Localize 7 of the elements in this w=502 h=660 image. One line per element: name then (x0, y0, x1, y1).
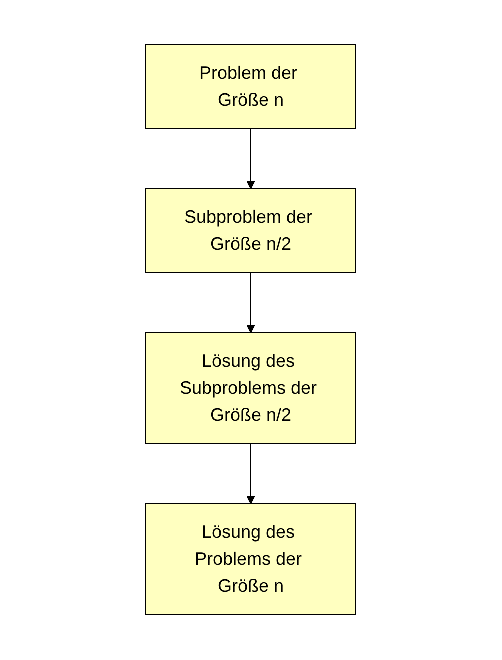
node-box: Lösung des Problems der Größe n (146, 504, 356, 616)
node-box: Subproblem der Größe n/2 (146, 188, 356, 274)
arrow (246, 444, 256, 504)
node-box: Problem der Größe n (146, 44, 356, 130)
node-box: Lösung des Subproblems der Größe n/2 (146, 332, 356, 444)
arrow (246, 128, 256, 190)
arrow (246, 272, 256, 334)
